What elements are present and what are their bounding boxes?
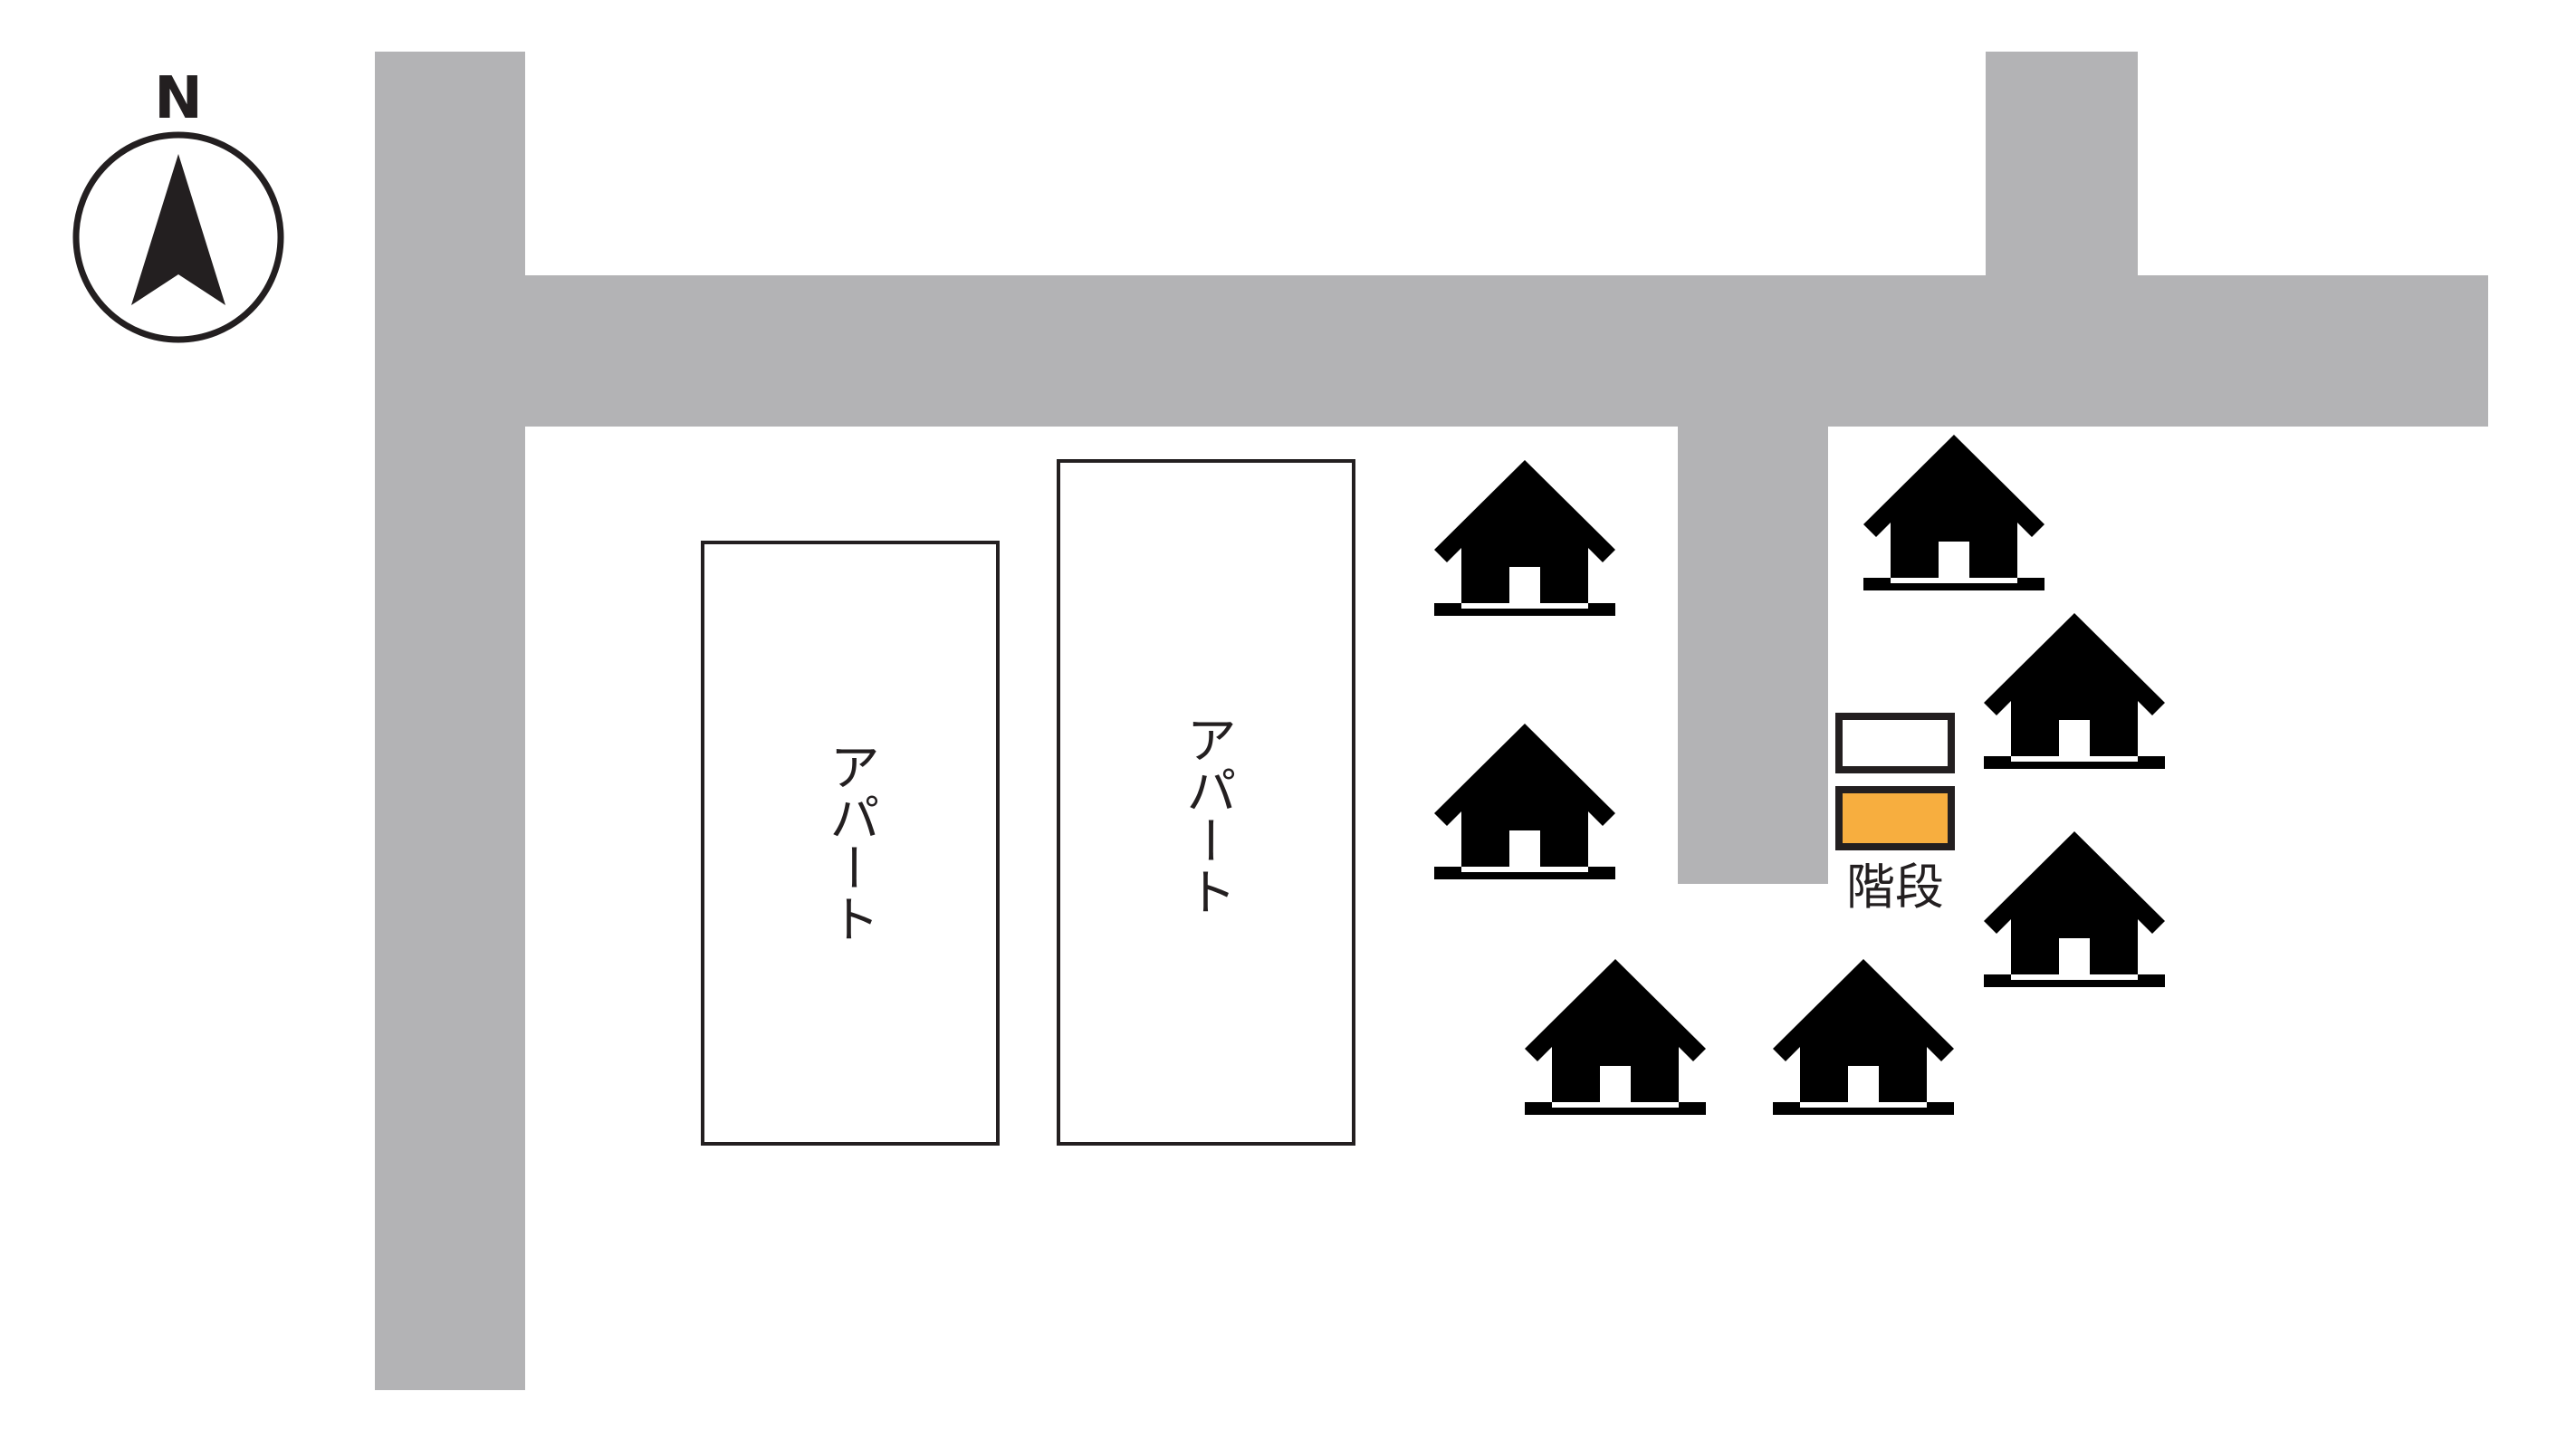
compass-north-label: N bbox=[154, 65, 203, 132]
road-central-vertical bbox=[1678, 417, 1828, 884]
house-icon bbox=[1434, 724, 1615, 879]
parking-area: 階段 bbox=[1835, 713, 1955, 916]
apartment-outline bbox=[1057, 459, 1355, 1146]
stairs-label: 階段 bbox=[1846, 859, 1944, 916]
house-icon bbox=[1434, 460, 1615, 616]
apartment-building-1: アパート bbox=[701, 541, 1000, 1146]
house-icon bbox=[1525, 959, 1706, 1115]
north-arrow-icon bbox=[131, 154, 225, 305]
house-icon bbox=[1984, 831, 2165, 987]
compass: N bbox=[72, 65, 284, 343]
road-northeast-stub bbox=[1986, 52, 2138, 287]
parking-spot-highlighted bbox=[1835, 786, 1955, 850]
apartment-outline bbox=[701, 541, 1000, 1146]
road-west-vertical bbox=[375, 52, 525, 1390]
house-icon bbox=[1863, 435, 2045, 590]
apartment-building-2: アパート bbox=[1057, 459, 1355, 1146]
house-icon bbox=[1984, 613, 2165, 769]
compass-ring-icon bbox=[72, 131, 284, 343]
road-north-horizontal bbox=[375, 275, 2488, 427]
roads bbox=[375, 52, 2488, 1390]
apartment-label: アパート bbox=[1178, 714, 1237, 916]
house-icon bbox=[1773, 959, 1954, 1115]
parking-spot-empty bbox=[1835, 713, 1955, 773]
apartment-label: アパート bbox=[821, 741, 880, 944]
